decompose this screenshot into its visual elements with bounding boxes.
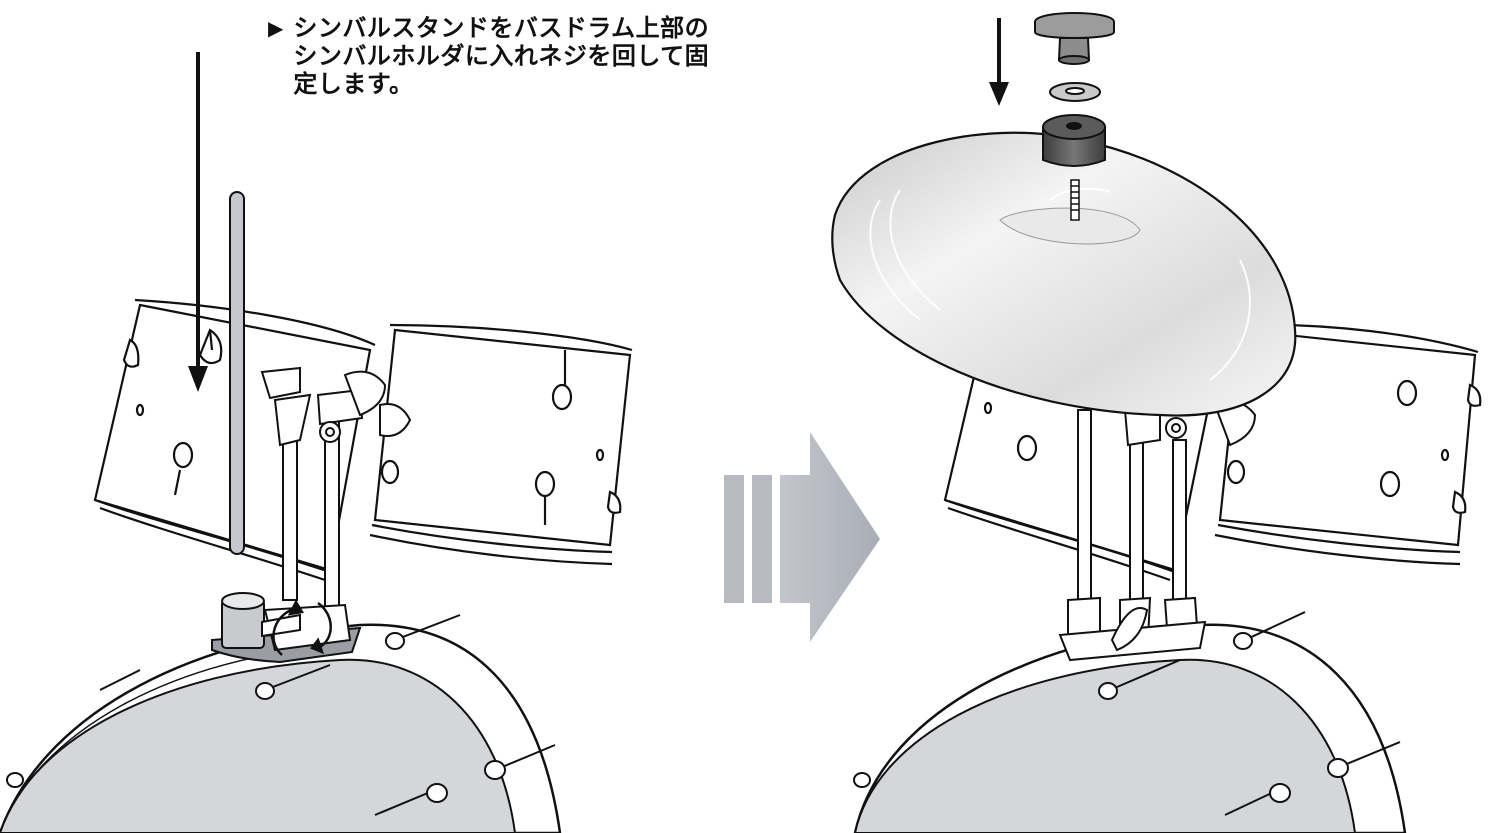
- instruction-block: ▶ シンバルスタンドをバスドラム上部のシンバルホルダに入れネジを回して固定します…: [268, 14, 748, 98]
- right-scene-right-tom: [1214, 323, 1482, 566]
- right-bass-drum: [853, 611, 1407, 833]
- left-scene: [0, 52, 633, 833]
- cymbal-stand-pole: [229, 191, 245, 555]
- assembly-direction-arrow-icon: [989, 18, 1009, 106]
- instruction-text: シンバルスタンドをバスドラム上部のシンバルホルダに入れネジを回して固定します。: [293, 14, 710, 98]
- left-bass-drum: [0, 614, 562, 833]
- cymbal-washer: [1049, 82, 1101, 102]
- right-scene-stands: [1058, 400, 1257, 662]
- right-scene: [831, 12, 1482, 833]
- step-arrow-icon: [724, 432, 880, 642]
- tom-holder: [260, 366, 412, 611]
- rotate-screw-icon: [272, 599, 332, 656]
- wing-nut: [1034, 12, 1115, 65]
- cymbal-bolt: [1070, 179, 1080, 221]
- cymbal-felt: [1042, 114, 1106, 167]
- bullet-marker-icon: ▶: [268, 16, 284, 40]
- right-tom-drum: [369, 323, 633, 566]
- insert-direction-arrow-icon: [188, 52, 208, 392]
- cymbal: [831, 131, 1297, 417]
